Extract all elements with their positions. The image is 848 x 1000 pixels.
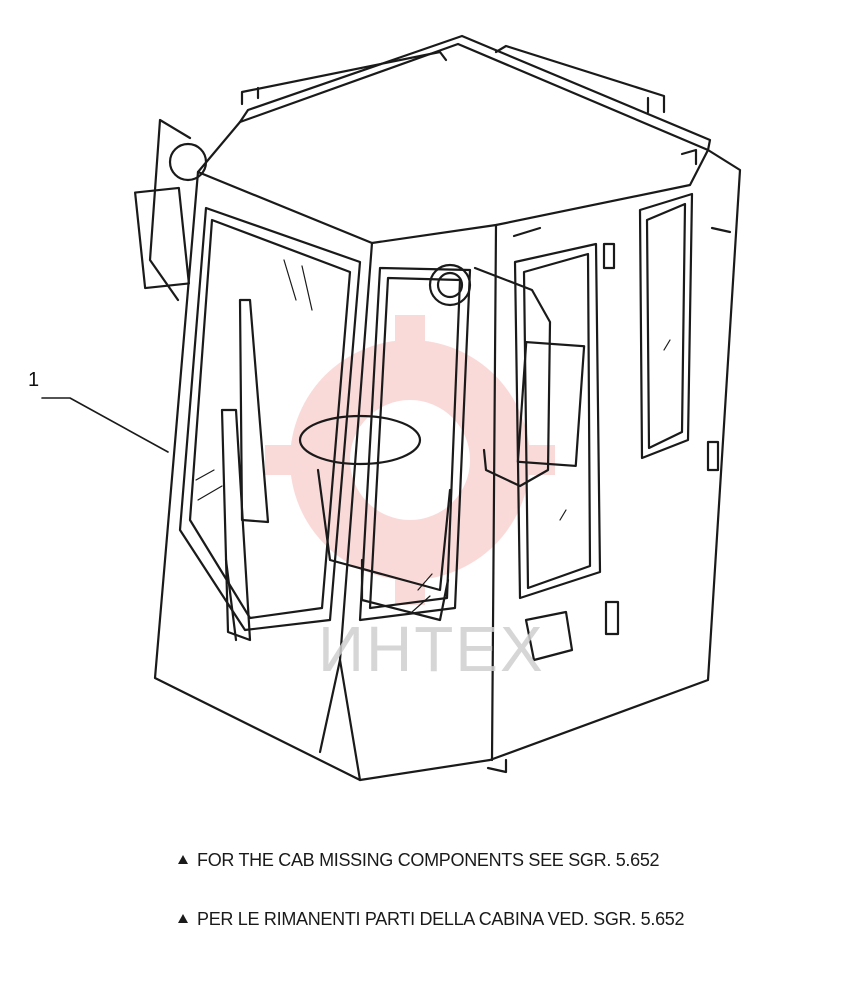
steering-wheel [298,414,422,466]
note-english: FOR THE CAB MISSING COMPONENTS SEE SGR. … [178,850,660,871]
door-handle [524,610,574,662]
triangle-icon [178,914,188,923]
front-window [358,266,472,622]
watermark-text: ИНТЕХ [318,613,545,685]
cab-roof [196,42,710,245]
rear-side-window [638,192,694,460]
operator-seat [316,468,452,592]
note-italian-text: PER LE RIMANENTI PARTI DELLA CABINA VED.… [197,909,685,929]
note-english-text: FOR THE CAB MISSING COMPONENTS SEE SGR. … [197,850,660,870]
work-light-front-icon [428,263,472,307]
watermark-gear-icon [265,315,555,605]
note-italian: PER LE RIMANENTI PARTI DELLA CABINA VED.… [178,909,685,930]
work-light-left-icon [168,142,208,182]
callout-leader-line [41,397,169,453]
mirror-right [473,266,552,488]
cab-body [153,148,742,782]
callout-number: 1 [28,369,40,391]
triangle-icon [178,855,188,864]
mirror-left [148,118,192,302]
roof-rail-right [494,44,666,114]
wiper-arm [220,408,252,642]
roof-rail-left [240,50,448,106]
front-left-window [178,206,362,632]
